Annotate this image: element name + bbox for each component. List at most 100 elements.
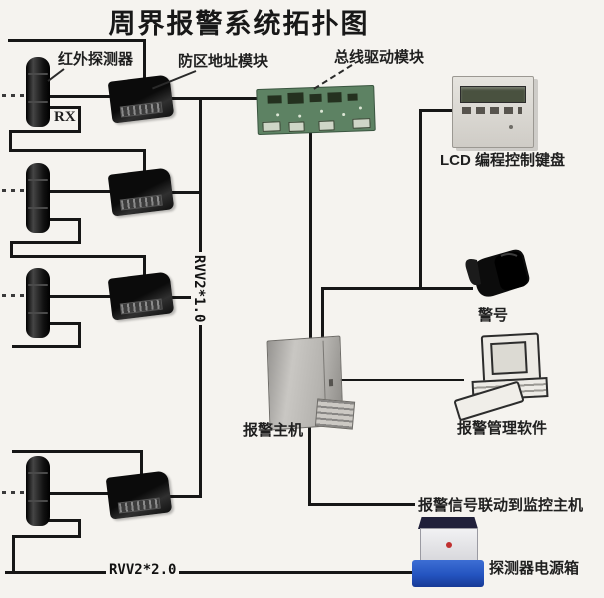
label-siren: 警号 [478, 307, 509, 324]
wire-module4-bus [168, 495, 202, 498]
label-alarm-management-software: 报警管理软件 [457, 420, 548, 437]
power-box-lid [418, 517, 478, 529]
keypad-buttons [462, 107, 522, 114]
wire-detector3-module3 [48, 295, 112, 298]
ir-beam-dashes [2, 189, 24, 192]
bus-driver-pcb [256, 84, 376, 136]
wire-hook4-v2 [12, 535, 15, 574]
module-connector [119, 298, 163, 315]
zone-address-module-2 [107, 167, 175, 217]
wire-siren-branch [321, 287, 473, 290]
pcb-chip [287, 92, 304, 104]
wire-hook2-h2 [10, 241, 81, 244]
power-box-base [412, 560, 484, 587]
label-alarm-signal-linkage: 报警信号联动到监控主机 [418, 497, 584, 514]
label-bus-driver-module: 总线驱动模块 [334, 49, 425, 66]
pcb-terminal [352, 118, 371, 129]
wire-detector1-module1 [48, 95, 112, 98]
wire-host-down-h [308, 503, 415, 506]
wire-pcb-host [309, 130, 312, 340]
wire-right-vertical [419, 109, 422, 290]
module-connector [119, 194, 163, 211]
keypad-lcd-screen [460, 86, 526, 103]
power-box-indicator [446, 542, 452, 548]
wire-hook4-v1 [78, 519, 81, 538]
pcb-pad [358, 106, 363, 110]
power-box-body [420, 528, 478, 563]
computer-screen [490, 341, 528, 376]
infrared-detector-1 [26, 57, 50, 127]
wire-module1-pcb [170, 97, 260, 100]
label-cable-rvv2-1: RVV2*1.0 [191, 252, 207, 326]
infrared-detector-4 [26, 456, 50, 526]
pcb-chip [327, 92, 342, 103]
wire-top-feed-h [8, 39, 146, 42]
ir-beam-dashes [2, 294, 24, 297]
pcb-terminal [262, 121, 281, 132]
pcb-pad [342, 112, 346, 117]
wire-hook1-h1 [48, 106, 81, 109]
siren-horn [465, 249, 530, 297]
detector-band [28, 179, 48, 181]
label-cable-rvv2-2: RVV2*2.0 [106, 562, 180, 578]
detector-band [28, 101, 48, 103]
label-rx: RX [54, 109, 76, 125]
wire-hook1-h2 [9, 130, 81, 133]
zone-address-module-4 [105, 470, 173, 520]
detector-band [28, 472, 48, 474]
wire-detector2-module2 [48, 190, 112, 193]
wire-hook2-h1 [48, 218, 81, 221]
wire-feed2-v [143, 149, 146, 174]
pcb-pad [298, 114, 302, 118]
wire-hook4-h1 [48, 519, 81, 522]
wire-hook3-h1 [48, 322, 81, 325]
wire-hook3-h2 [12, 345, 81, 348]
wire-detector4-module4 [48, 492, 112, 495]
wire-keypad-branch [419, 109, 457, 112]
ir-beam-dashes [2, 94, 24, 97]
wire-hook3-v1 [78, 322, 81, 348]
wire-feed4-h [12, 450, 143, 453]
detector-band [28, 312, 48, 314]
wire-hook2-v1 [78, 218, 81, 244]
keypad-led [509, 125, 513, 129]
detector-band [28, 73, 48, 75]
label-infrared-detector: 红外探测器 [58, 51, 134, 68]
wire-hook2-v2 [10, 241, 13, 258]
pcb-chip [347, 93, 358, 101]
wire-power-bottom [5, 571, 414, 574]
page-title: 周界报警系统拓扑图 [108, 9, 370, 39]
detector-band [28, 207, 48, 209]
pcb-pad [276, 113, 280, 117]
detector-band [28, 500, 48, 502]
wire-hook1-v2 [9, 130, 12, 152]
wire-hook4-h2 [12, 535, 81, 538]
detector-band [28, 284, 48, 286]
module-connector [117, 497, 161, 514]
infrared-detector-3 [26, 268, 50, 338]
wire-host-riser [321, 287, 324, 339]
label-lcd-keypad: LCD 编程控制键盘 [440, 152, 565, 169]
pcb-pad [319, 109, 324, 113]
zone-address-module-3 [107, 271, 175, 321]
wire-feed2-h [9, 149, 146, 152]
pcb-terminal [288, 121, 305, 132]
cabinet-handle [328, 379, 334, 387]
pcb-terminal [318, 120, 335, 131]
wire-hook1-v1 [78, 106, 81, 133]
alarm-host-keypad [314, 398, 356, 430]
pcb-chip [309, 93, 322, 103]
leader-infrared-detector [47, 68, 65, 82]
wire-module2-bus [170, 191, 202, 194]
wire-feed4-v [140, 450, 143, 478]
label-detector-power-box: 探测器电源箱 [489, 560, 580, 577]
label-alarm-host: 报警主机 [243, 422, 304, 439]
wire-feed3-v [143, 255, 146, 278]
wire-feed3-h [10, 255, 146, 258]
wire-host-down-v [308, 427, 311, 506]
wire-top-feed-v [143, 39, 146, 83]
wire-host-computer [340, 379, 464, 381]
module-connector [119, 101, 163, 118]
label-zone-address-module: 防区地址模块 [178, 53, 269, 70]
